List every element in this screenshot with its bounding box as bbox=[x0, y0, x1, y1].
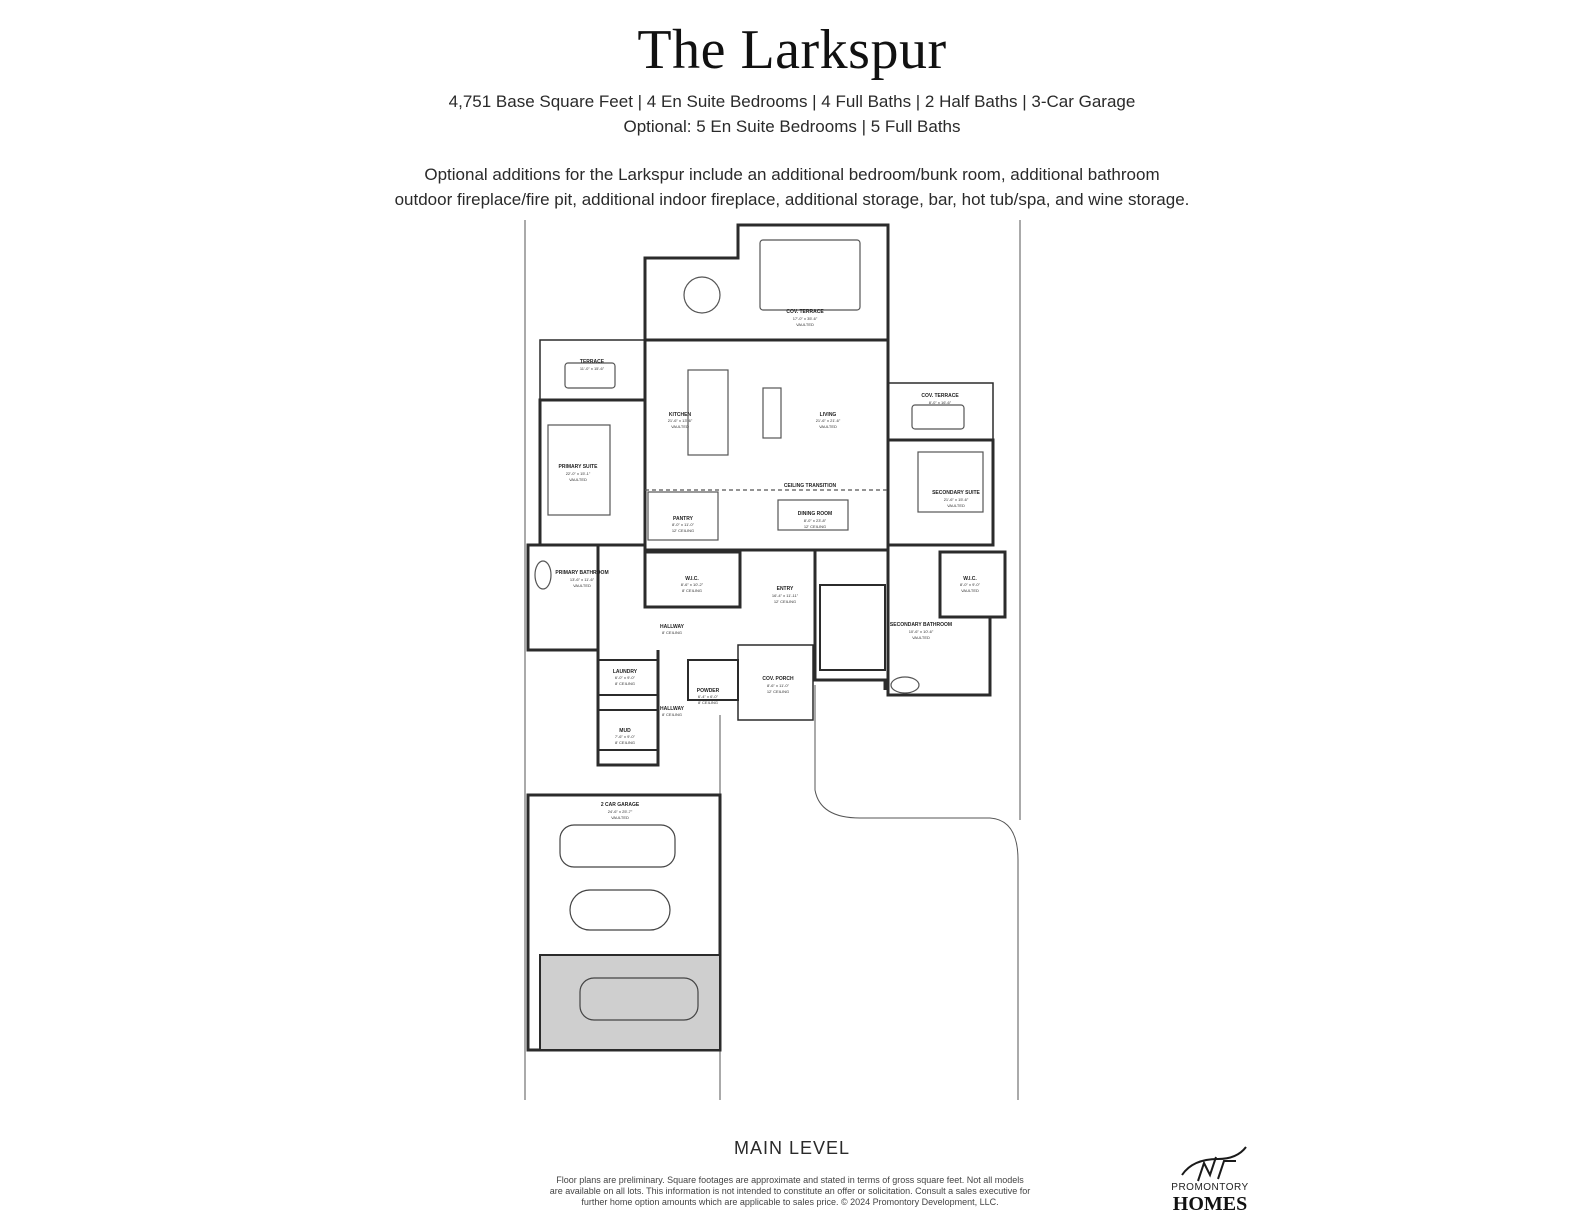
room-size-secondary-suite: 21'-6" x 15'-6" bbox=[944, 497, 969, 502]
garage-cars bbox=[559, 824, 699, 1021]
room-label-hallway-1: HALLWAY bbox=[660, 624, 685, 630]
room-size-cov-porch: 8'-6" x 11'-0" bbox=[767, 683, 790, 688]
room-label-garage: 2 CAR GARAGE bbox=[601, 802, 640, 808]
room-note-kitchen: VAULTED bbox=[671, 424, 689, 429]
room-label-primary-bathroom: PRIMARY BATHROOM bbox=[555, 570, 608, 576]
spec-line-2: Optional: 5 En Suite Bedrooms | 5 Full B… bbox=[623, 117, 961, 136]
room-size-dining-room: 8'-0" x 23'-8" bbox=[804, 518, 827, 523]
room-label-laundry: LAUNDRY bbox=[613, 669, 638, 675]
room-size-laundry: 6'-0" x 9'-0" bbox=[615, 675, 636, 680]
room-note-cov-terrace-top: VAULTED bbox=[796, 322, 814, 327]
disclaimer: Floor plans are preliminary. Square foot… bbox=[490, 1175, 1090, 1208]
room-size-primary-bathroom: 13'-6" x 11'-6" bbox=[570, 577, 595, 582]
room-note-powder: 8' CEILING bbox=[698, 700, 718, 705]
spec-line-1: 4,751 Base Square Feet | 4 En Suite Bedr… bbox=[448, 92, 1136, 111]
room-size-pantry: 8'-0" x 11'-0" bbox=[672, 522, 695, 527]
room-note-secondary-suite: VAULTED bbox=[947, 503, 965, 508]
room-label-secondary-suite: SECONDARY SUITE bbox=[932, 490, 980, 496]
room-labels: COV. TERRACE 17'-0" x 35'-6" VAULTED TER… bbox=[555, 309, 980, 820]
room-size-wic-left: 8'-6" x 10'-2" bbox=[681, 582, 704, 587]
room-note-primary-bathroom: VAULTED bbox=[573, 583, 591, 588]
logo-wordmark-bottom: HOMES bbox=[1172, 1193, 1248, 1215]
room-note-garage: VAULTED bbox=[611, 815, 629, 820]
room-label-hallway-2: HALLWAY bbox=[660, 706, 685, 712]
logo-wordmark-top: PROMONTORY bbox=[1171, 1182, 1249, 1193]
room-size-wic-right: 8'-0" x 9'-0" bbox=[960, 582, 981, 587]
room-size-terrace-left: 11'-0" x 15'-6" bbox=[580, 366, 605, 371]
disclaimer-line-3: further home option amounts which are ap… bbox=[581, 1197, 999, 1207]
floor-plan: COV. TERRACE 17'-0" x 35'-6" VAULTED TER… bbox=[524, 220, 1021, 1100]
room-label-powder: POWDER bbox=[697, 688, 720, 694]
room-note-hallway-2: 8' CEILING bbox=[662, 712, 682, 717]
room-size-mud: 7'-6" x 9'-0" bbox=[615, 734, 636, 739]
room-size-powder: 6'-4" x 6'-0" bbox=[698, 694, 719, 699]
disclaimer-line-2: are available on all lots. This informat… bbox=[549, 1186, 1031, 1196]
room-size-entry: 16'-4" x 11'-11" bbox=[772, 593, 799, 598]
room-note-mud: 8' CEILING bbox=[615, 740, 635, 745]
room-note-wic-left: 8' CEILING bbox=[682, 588, 702, 593]
description-line-1: Optional additions for the Larkspur incl… bbox=[424, 165, 1160, 184]
room-label-primary-suite: PRIMARY SUITE bbox=[559, 464, 599, 470]
room-note-laundry: 8' CEILING bbox=[615, 681, 635, 686]
room-label-pantry: PANTRY bbox=[673, 516, 694, 522]
room-label-dining-room: DINING ROOM bbox=[798, 511, 832, 517]
walls bbox=[526, 223, 1007, 1052]
room-label-kitchen: KITCHEN bbox=[669, 412, 692, 418]
description-line-2: outdoor fireplace/fire pit, additional i… bbox=[394, 190, 1190, 209]
promontory-logo-icon bbox=[1181, 1146, 1247, 1182]
room-label-mud: MUD bbox=[619, 728, 631, 734]
room-note-entry: 12' CEILING bbox=[774, 599, 796, 604]
room-note-living: VAULTED bbox=[819, 424, 837, 429]
interior-partitions bbox=[534, 239, 984, 694]
room-size-primary-suite: 22'-0" x 15'-1" bbox=[566, 471, 591, 476]
room-label-living: LIVING bbox=[820, 412, 837, 418]
room-label-entry: ENTRY bbox=[777, 586, 794, 592]
room-note-pantry: 12' CEILING bbox=[672, 528, 694, 533]
room-size-kitchen: 21'-6" x 13'-6" bbox=[668, 418, 693, 423]
room-size-cov-terrace-right: 8'-0" x 16'-6" bbox=[929, 400, 952, 405]
room-label-cov-terrace-right: COV. TERRACE bbox=[921, 393, 959, 399]
room-note-cov-porch: 12' CEILING bbox=[767, 689, 789, 694]
room-label-wic-right: W.I.C. bbox=[963, 576, 977, 582]
ceiling-transition-label: CEILING TRANSITION bbox=[784, 483, 837, 489]
room-note-primary-suite: VAULTED bbox=[569, 477, 587, 482]
room-label-cov-terrace-top: COV. TERRACE bbox=[786, 309, 824, 315]
room-size-garage: 24'-6" x 25'-7" bbox=[608, 809, 633, 814]
room-note-wic-right: VAULTED bbox=[961, 588, 979, 593]
room-note-dining-room: 12' CEILING bbox=[804, 524, 826, 529]
room-size-living: 21'-6" x 21'-6" bbox=[816, 418, 841, 423]
disclaimer-line-1: Floor plans are preliminary. Square foot… bbox=[556, 1175, 1024, 1185]
room-size-cov-terrace-top: 17'-0" x 35'-6" bbox=[793, 316, 818, 321]
level-label: MAIN LEVEL bbox=[733, 1138, 851, 1158]
room-label-cov-porch: COV. PORCH bbox=[762, 676, 794, 682]
room-note-secondary-bathroom: VAULTED bbox=[912, 635, 930, 640]
room-size-secondary-bathroom: 10'-6" x 10'-6" bbox=[909, 629, 934, 634]
room-label-wic-left: W.I.C. bbox=[685, 576, 699, 582]
room-label-terrace-left: TERRACE bbox=[580, 359, 605, 365]
room-label-secondary-bathroom: SECONDARY BATHROOM bbox=[890, 622, 952, 628]
plan-title: The Larkspur bbox=[637, 19, 947, 81]
room-note-hallway-1: 8' CEILING bbox=[662, 630, 682, 635]
